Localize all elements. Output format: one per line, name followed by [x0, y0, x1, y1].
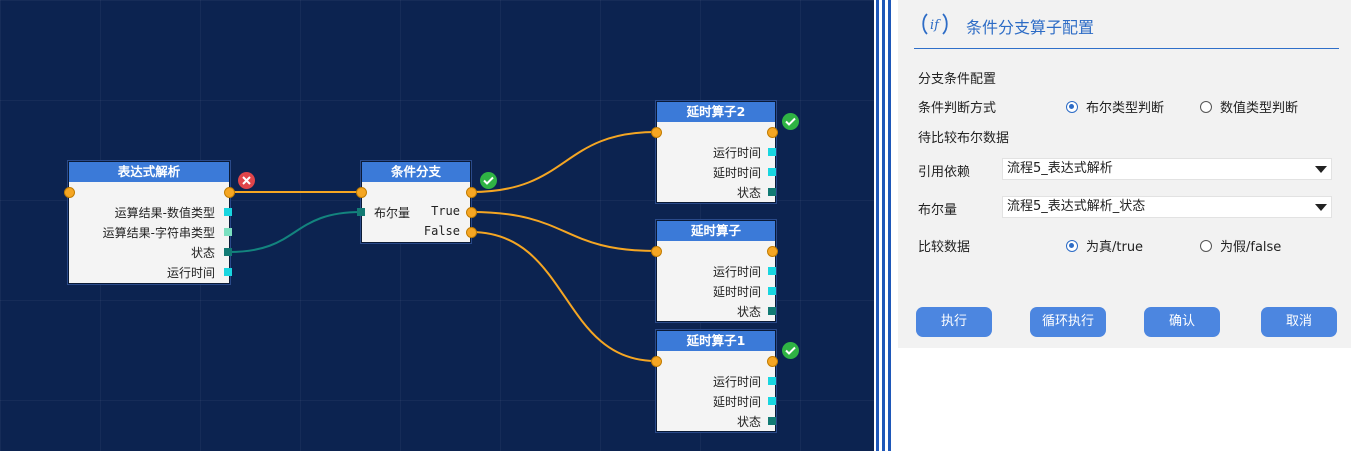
ref-select[interactable]: 流程5_表达式解析: [1002, 158, 1332, 180]
port-label-true: True: [431, 204, 460, 218]
compare-label: 比较数据: [918, 240, 971, 255]
port-label: 状态: [736, 305, 761, 319]
radio-indicator: [1066, 239, 1078, 252]
radio-label: 数值类型判断: [1220, 101, 1299, 116]
chevron-down-icon: [1315, 166, 1327, 173]
radio-bool-mode[interactable]: 布尔类型判断: [1066, 97, 1164, 116]
section-label: 分支条件配置: [918, 72, 997, 87]
cancel-button[interactable]: 取消: [1261, 307, 1337, 337]
port-label: 状态: [190, 246, 215, 260]
flow-input-port[interactable]: [356, 187, 367, 198]
bool-section-label: 待比较布尔数据: [918, 131, 1010, 146]
node-title: 延时算子2: [657, 102, 775, 122]
flow-output-port[interactable]: [466, 187, 477, 198]
flow-canvas[interactable]: 表达式解析 运算结果-数值类型 运算结果-字符串类型 状态 运行时间 条件分支 …: [0, 0, 874, 451]
node-condition-branch[interactable]: 条件分支 布尔量 True False: [361, 161, 471, 243]
wire-status-to-bool: [228, 211, 362, 253]
true-output-port[interactable]: [466, 207, 477, 218]
flow-output-port[interactable]: [767, 127, 778, 138]
flow-input-port[interactable]: [651, 246, 662, 257]
bool-label: 布尔量: [918, 203, 958, 218]
execute-button[interactable]: 执行: [916, 307, 992, 337]
radio-indicator: [1200, 100, 1212, 113]
node-title: 延时算子: [657, 221, 775, 241]
port-label: 延时时间: [712, 166, 761, 180]
radio-compare-true[interactable]: 为真/true: [1066, 236, 1143, 255]
radio-label: 布尔类型判断: [1086, 101, 1165, 116]
success-icon: [782, 113, 799, 130]
wire-true-to-delay: [470, 211, 657, 252]
success-icon: [782, 342, 799, 359]
node-title: 条件分支: [362, 162, 470, 182]
node-delay[interactable]: 延时算子 运行时间 延时时间 状态: [656, 220, 776, 322]
panel-splitter[interactable]: [874, 0, 898, 451]
panel-header: if 条件分支算子配置: [914, 0, 1339, 49]
flow-output-port[interactable]: [767, 356, 778, 367]
loop-execute-button[interactable]: 循环执行: [1030, 307, 1106, 337]
port-label: 运算结果-字符串类型: [102, 226, 215, 240]
node-title: 延时算子1: [657, 331, 775, 351]
output-port-status[interactable]: [768, 307, 776, 315]
output-port-status[interactable]: [224, 248, 232, 256]
port-label: 状态: [736, 415, 761, 429]
port-label: 延时时间: [712, 395, 761, 409]
confirm-button[interactable]: 确认: [1144, 307, 1220, 337]
node-delay-1[interactable]: 延时算子1 运行时间 延时时间 状态: [656, 330, 776, 432]
flow-input-port[interactable]: [64, 187, 75, 198]
node-expression-parse[interactable]: 表达式解析 运算结果-数值类型 运算结果-字符串类型 状态 运行时间: [68, 161, 230, 284]
mode-label: 条件判断方式: [918, 101, 997, 116]
output-port-runtime[interactable]: [224, 268, 232, 276]
ref-select-value: 流程5_表达式解析: [1007, 161, 1113, 176]
output-port-runtime[interactable]: [768, 377, 776, 385]
output-port-number[interactable]: [224, 208, 232, 216]
ref-label: 引用依赖: [918, 165, 971, 180]
bool-select[interactable]: 流程5_表达式解析_状态: [1002, 196, 1332, 218]
radio-indicator: [1066, 100, 1078, 113]
radio-number-mode[interactable]: 数值类型判断: [1200, 97, 1298, 116]
port-label: 运行时间: [166, 266, 215, 280]
port-label: 运行时间: [712, 375, 761, 389]
flow-output-port[interactable]: [224, 187, 235, 198]
svg-text:if: if: [930, 18, 941, 33]
port-label: 运行时间: [712, 265, 761, 279]
config-panel: if 条件分支算子配置 分支条件配置 条件判断方式 布尔类型判断 数值类型判断 …: [898, 0, 1351, 348]
error-icon: [238, 172, 255, 189]
port-label: 布尔量: [374, 206, 411, 220]
port-label: 运算结果-数值类型: [114, 206, 215, 220]
output-port-delay[interactable]: [768, 397, 776, 405]
output-port-runtime[interactable]: [768, 267, 776, 275]
output-port-runtime[interactable]: [768, 148, 776, 156]
connection-layer: [228, 131, 657, 362]
radio-label: 为真/true: [1086, 240, 1144, 255]
panel-title: 条件分支算子配置: [966, 18, 1095, 37]
bool-select-value: 流程5_表达式解析_状态: [1007, 199, 1146, 214]
input-port-bool[interactable]: [357, 208, 365, 216]
false-output-port[interactable]: [466, 227, 477, 238]
success-icon: [480, 172, 497, 189]
node-title: 表达式解析: [69, 162, 229, 182]
output-port-status[interactable]: [768, 417, 776, 425]
wire-false-to-delay1: [470, 231, 657, 362]
output-port-delay[interactable]: [768, 168, 776, 176]
port-label-false: False: [423, 224, 460, 238]
if-icon: if: [922, 13, 948, 35]
flow-input-port[interactable]: [651, 356, 662, 367]
output-port-status[interactable]: [768, 188, 776, 196]
wire-branch-to-delay2: [470, 131, 657, 193]
chevron-down-icon: [1315, 204, 1327, 211]
output-port-string[interactable]: [224, 228, 232, 236]
radio-label: 为假/false: [1220, 240, 1282, 255]
output-port-delay[interactable]: [768, 287, 776, 295]
flow-output-port[interactable]: [767, 246, 778, 257]
port-label: 延时时间: [712, 285, 761, 299]
node-delay-2[interactable]: 延时算子2 运行时间 延时时间 状态: [656, 101, 776, 203]
flow-input-port[interactable]: [651, 127, 662, 138]
radio-compare-false[interactable]: 为假/false: [1200, 236, 1281, 255]
radio-indicator: [1200, 239, 1212, 252]
port-label: 状态: [736, 186, 761, 200]
port-label: 运行时间: [712, 146, 761, 160]
